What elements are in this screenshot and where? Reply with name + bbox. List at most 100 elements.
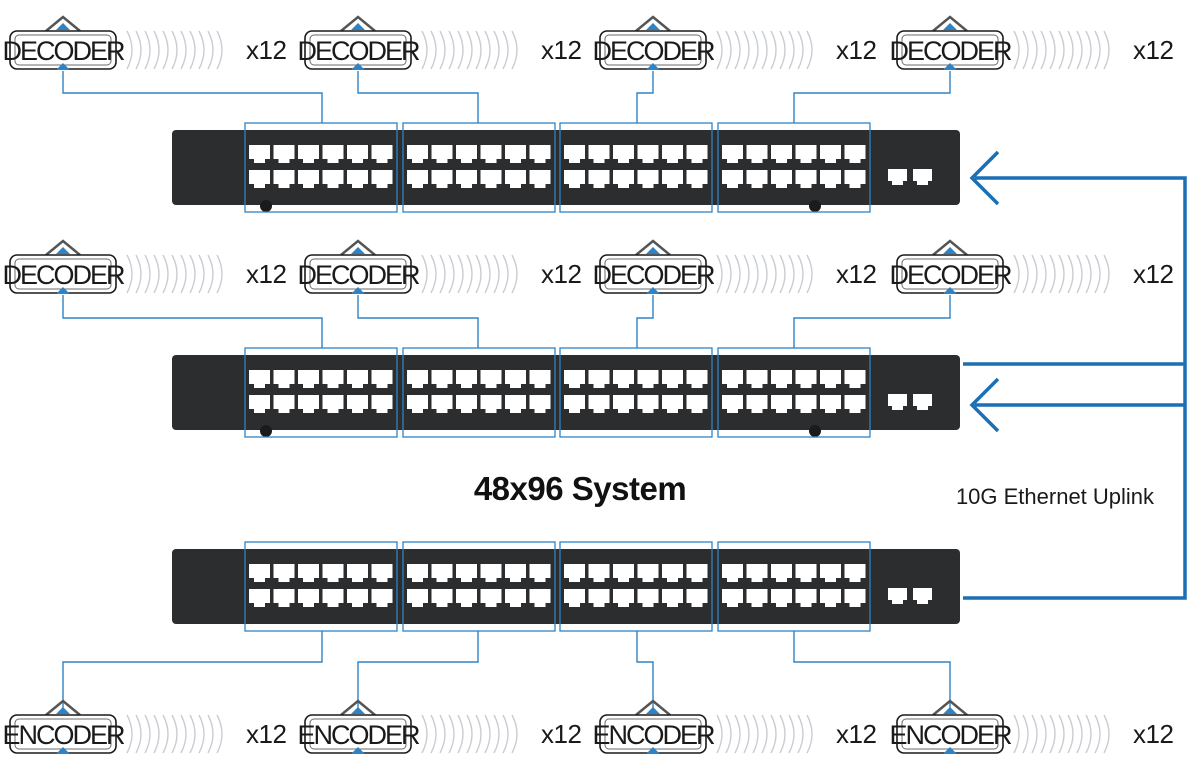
ethernet-port [686,370,708,388]
switch-chassis [172,549,960,624]
ethernet-port [686,564,708,582]
ethernet-port [662,564,683,582]
device-port-marker-icon [351,707,365,714]
stacked-device-outline [430,30,437,70]
stacked-device-outline [430,714,437,754]
ethernet-port [564,395,585,413]
stacked-device-outline [439,30,446,70]
stacked-device-outline [162,30,169,70]
stacked-device-outline [448,254,455,294]
stacked-device-outline [144,254,151,294]
ethernet-port [662,145,683,163]
device-count: x12 [246,259,286,289]
ethernet-port [456,170,477,188]
stacked-device-outline [171,714,178,754]
port-group-outline [559,347,713,438]
ethernet-port [795,564,817,582]
stacked-device-outline [484,30,491,70]
decoder-label: DECODER [592,36,715,66]
stacked-device-outline [493,714,500,754]
stacked-device-outline [779,714,786,754]
ethernet-port [298,564,319,582]
switch-decoder-switch [172,347,960,438]
stacked-device-outline [198,30,205,70]
stacked-device-outline [1022,30,1029,70]
stacked-device-outline [511,714,518,754]
stacked-device-outline [180,30,187,70]
stacked-device-outline [1103,714,1110,754]
stacked-device-outline [439,254,446,294]
port-group-outline [402,122,556,213]
stacked-device-outline [1094,254,1101,294]
device-roof-icon [340,239,376,256]
stacked-device-outline [493,30,500,70]
stacked-device-outline [430,254,437,294]
ethernet-port [844,564,866,582]
uplink-label: 10G Ethernet Uplink [955,484,1155,509]
ethernet-port [686,395,708,413]
ethernet-port [298,395,319,413]
ethernet-port [844,145,866,163]
stacked-device-outline [216,714,223,754]
ethernet-port [371,370,393,388]
port-group-outline [244,541,398,632]
port-group-outline [244,347,398,438]
ethernet-port [322,395,344,413]
ethernet-port [480,589,502,607]
stacked-device-outline [135,254,142,294]
ethernet-port [613,145,634,163]
ethernet-port [407,170,428,188]
ethernet-port [662,170,683,188]
decoder-label: DECODER [297,260,420,290]
stacked-device-outline [189,30,196,70]
ethernet-port [588,145,610,163]
stacked-device-outline [1049,714,1056,754]
device-roof-icon [340,15,376,32]
stacked-device-outline [743,254,750,294]
stacked-device-outline [1013,254,1020,294]
decoder-label: DECODER [889,260,1012,290]
stacked-device-outline [135,714,142,754]
device-port-marker-icon [56,287,70,294]
stacked-device-outline [171,254,178,294]
device-count: x12 [246,719,286,749]
stacked-device-outline [1049,30,1056,70]
device-count: x12 [836,719,876,749]
ethernet-port [407,395,428,413]
stacked-device-outline [716,30,723,70]
ethernet-port [637,145,659,163]
link-line [793,295,951,348]
ethernet-port [431,589,453,607]
stacked-device-outline [1085,254,1092,294]
stacked-device-outline [502,254,509,294]
ethernet-port [771,564,792,582]
port-group-outline [559,541,713,632]
ethernet-port [637,370,659,388]
ethernet-port [588,564,610,582]
uplink-port [888,394,907,410]
stacked-device-outline [198,254,205,294]
link-line [793,71,951,123]
ethernet-port [795,370,817,388]
stacked-device-outline [457,30,464,70]
stacked-device-outline [806,254,813,294]
ethernet-port [322,145,344,163]
stacked-device-outline [1013,714,1020,754]
stacked-device-outline [1058,254,1065,294]
device-count: x12 [541,35,581,65]
stacked-device-outline [457,714,464,754]
stacked-device-outline [1067,254,1074,294]
ethernet-port [371,564,393,582]
link-line [793,631,951,710]
link-line [62,631,323,710]
ethernet-port [505,145,526,163]
link-line [636,295,654,348]
ethernet-port [505,370,526,388]
device-count: x12 [836,259,876,289]
encoder-label: ENCODER [592,720,715,750]
